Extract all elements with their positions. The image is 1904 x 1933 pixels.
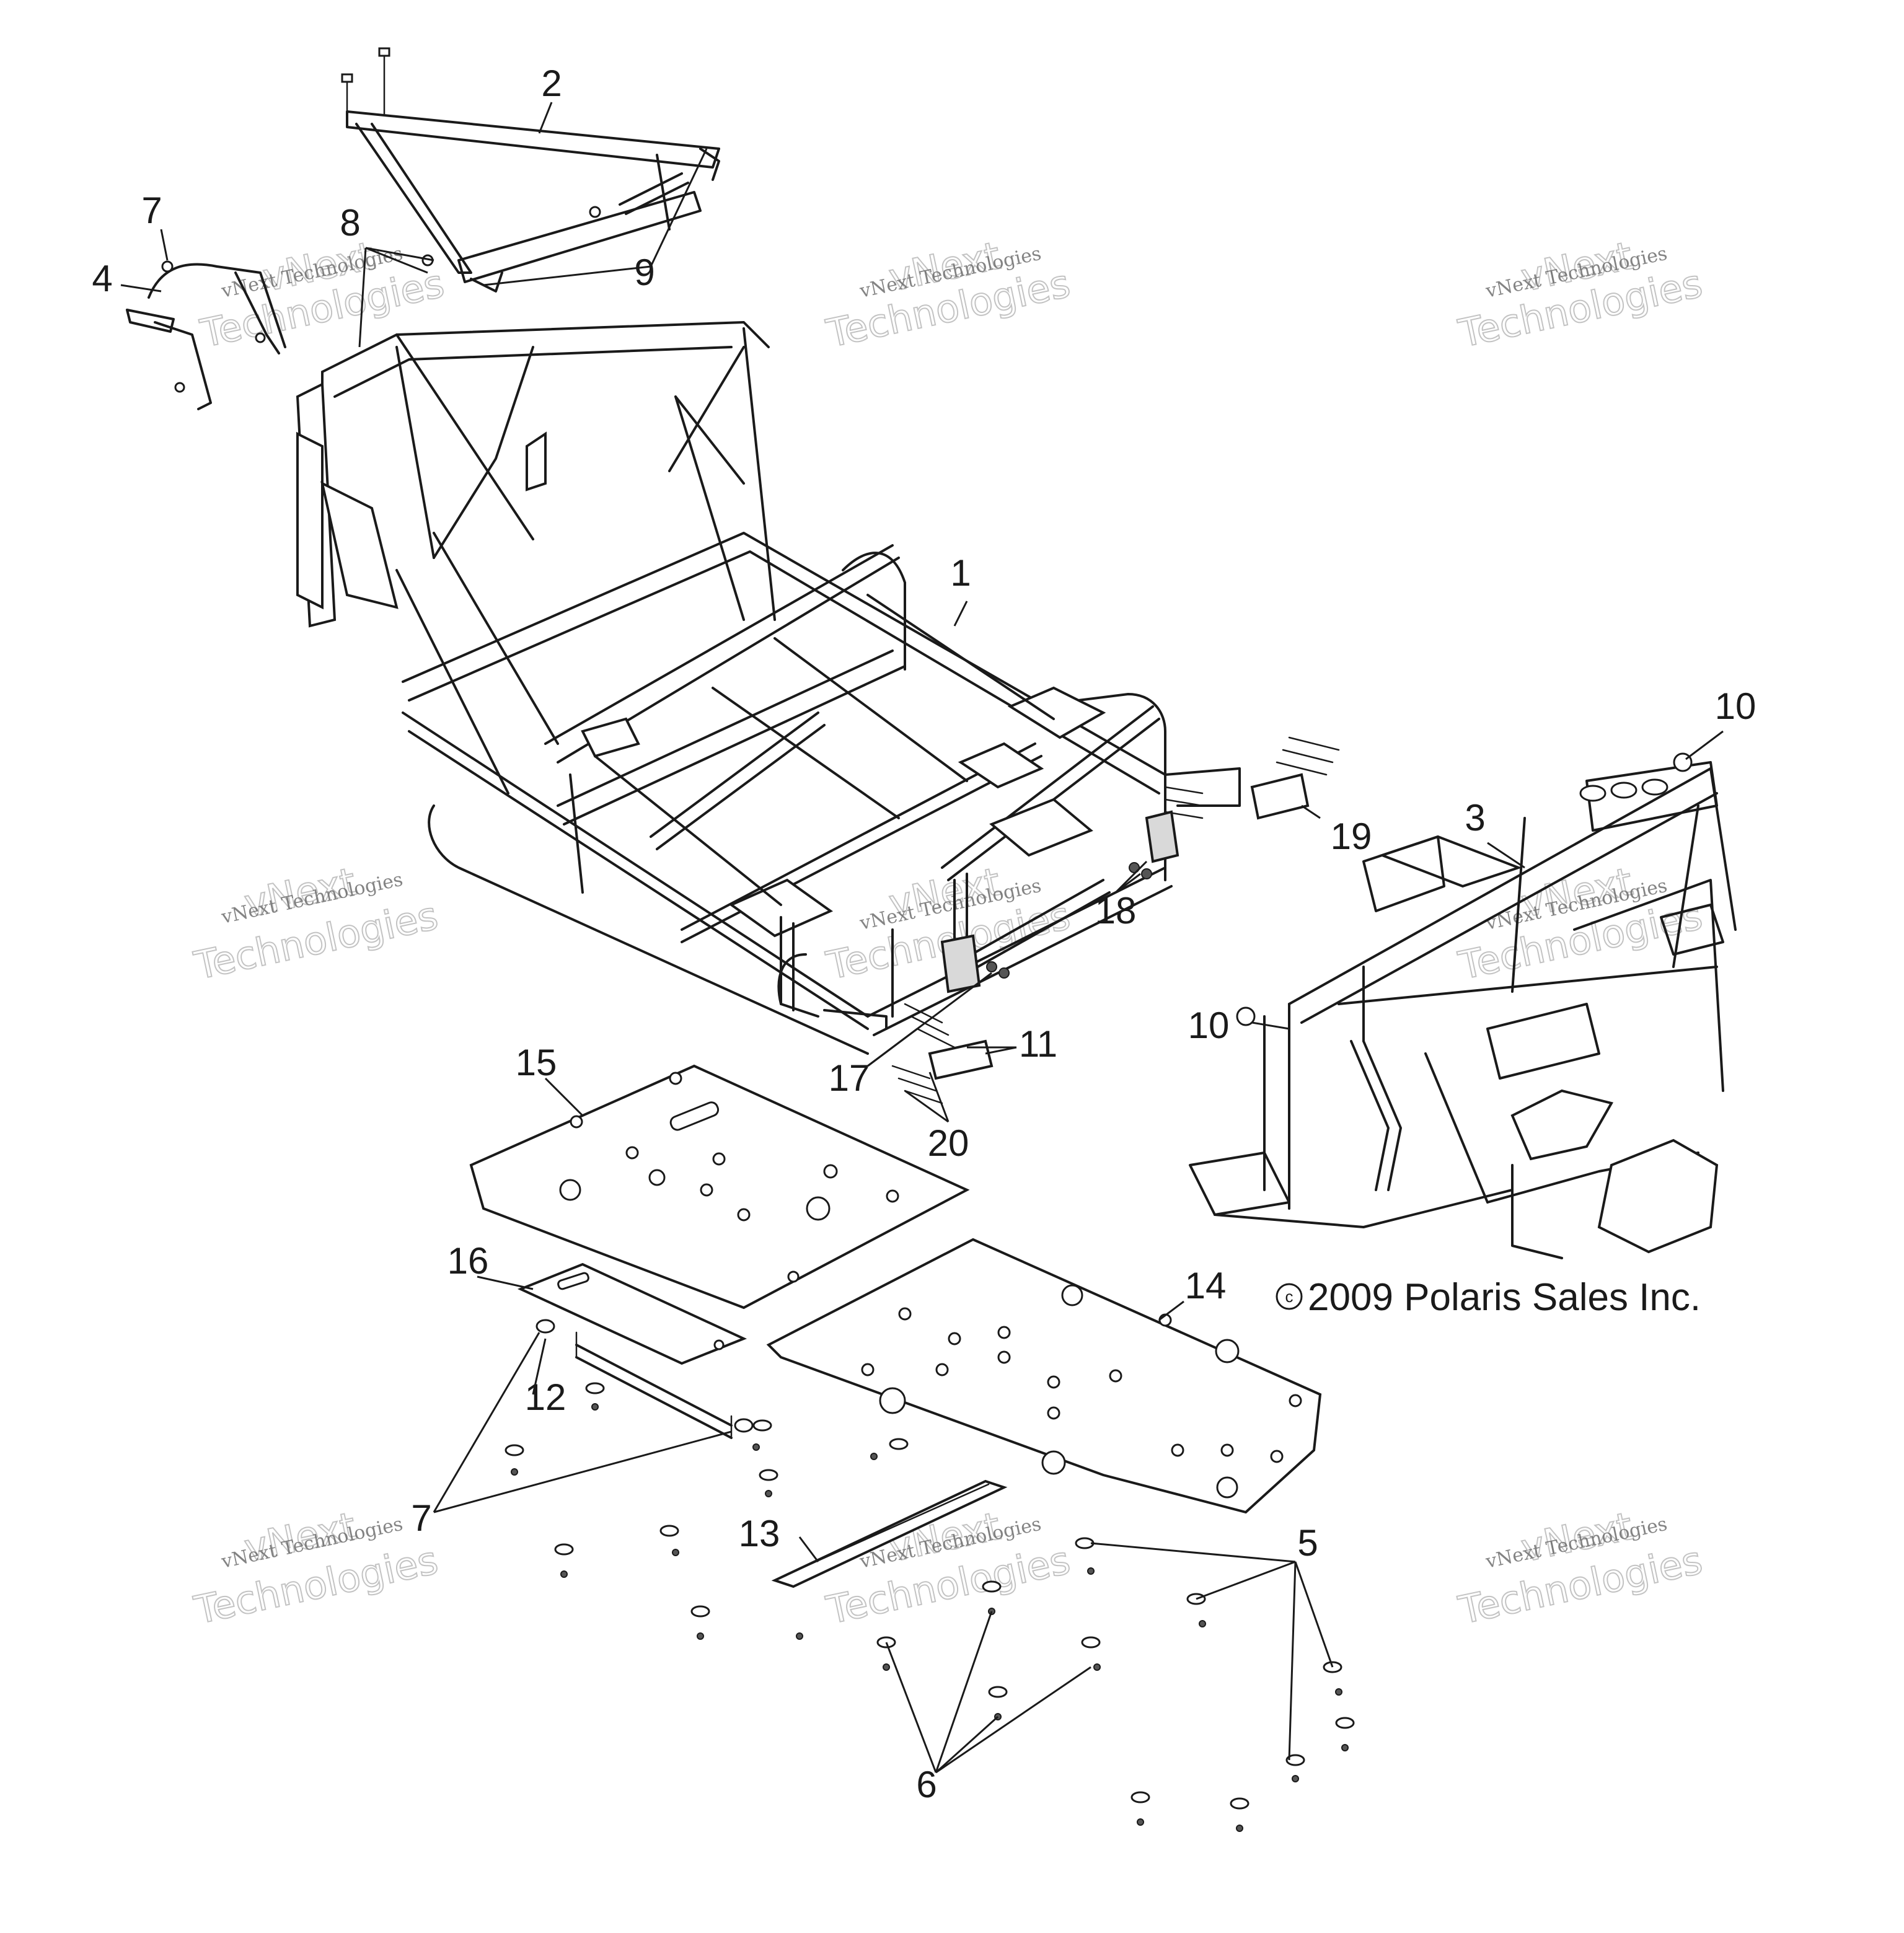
part-2-upper-brace [341, 47, 720, 293]
watermark-bottom-left: Technologies vNext vNext Technologies [190, 1503, 443, 1634]
callout-16: 16 [447, 1240, 489, 1282]
watermark-bottom-right: Technologies vNext vNext Technologies [1454, 1503, 1707, 1634]
callout-7-upper: 7 [141, 190, 162, 231]
leader-lines [120, 102, 1724, 1774]
copyright-icon [1276, 1283, 1303, 1310]
callout-19: 19 [1331, 816, 1372, 857]
part-4-front-bracket [126, 260, 286, 410]
watermark-top-left: Technologies vNext vNext Technologies [196, 232, 449, 357]
callout-11: 11 [1019, 1023, 1057, 1065]
part-1-main-frame [296, 321, 1241, 1055]
watermark-group: Technologies vNext vNext Technologies Te… [190, 232, 1707, 1634]
part-14-floor-panel [766, 1238, 1322, 1514]
callout-7-lower: 7 [411, 1497, 431, 1539]
part-3-front-frame [1189, 752, 1737, 1259]
part-12-rod [536, 1319, 754, 1439]
part-13-strip [771, 1479, 1008, 1588]
part-15-floor-panel [469, 1064, 970, 1310]
part-16-small-plate [517, 1262, 747, 1365]
callout-5: 5 [1297, 1522, 1318, 1564]
callout-20: 20 [928, 1122, 969, 1164]
callout-17: 17 [829, 1057, 870, 1099]
push-pin-fasteners [505, 1382, 1355, 1832]
watermark-middle-right: Technologies vNext vNext Technologies [1454, 858, 1707, 989]
copyright-icon-letter: c [1285, 1287, 1294, 1306]
callout-6: 6 [916, 1764, 937, 1805]
watermark-middle-left: Technologies vNext vNext Technologies [190, 858, 443, 989]
copyright-notice: c 2009 Polaris Sales Inc. [1276, 1276, 1701, 1319]
callout-2: 2 [541, 63, 562, 104]
callout-10-upper: 10 [1715, 685, 1756, 727]
callout-12: 12 [525, 1376, 566, 1418]
copyright-text: 2009 Polaris Sales Inc. [1308, 1276, 1701, 1319]
watermark-bottom-center: Technologies vNext vNext Technologies [822, 1503, 1075, 1634]
callout-labels: 1 2 3 4 5 6 7 7 8 9 10 10 11 12 13 14 15… [92, 63, 1756, 1805]
callout-4: 4 [92, 258, 112, 299]
callout-13: 13 [739, 1513, 780, 1554]
hardware-cluster [891, 736, 1340, 1104]
callout-15: 15 [516, 1042, 557, 1083]
callout-10-lower: 10 [1188, 1005, 1230, 1046]
watermark-top-right: Technologies vNext vNext Technologies [1454, 232, 1707, 357]
callout-18: 18 [1095, 890, 1137, 931]
callout-3: 3 [1465, 797, 1485, 839]
callout-9: 9 [634, 252, 654, 293]
callout-8: 8 [340, 202, 360, 244]
callout-1: 1 [950, 552, 971, 594]
watermark-top-center: Technologies vNext vNext Technologies [822, 232, 1075, 357]
callout-14: 14 [1185, 1265, 1227, 1306]
